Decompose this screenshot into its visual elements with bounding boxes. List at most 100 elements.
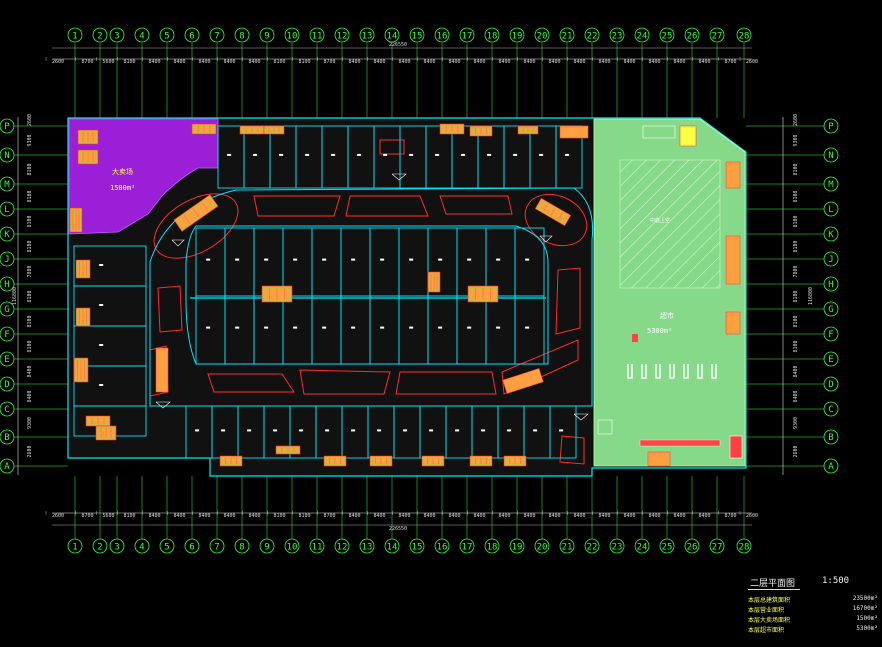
shop-label-mark <box>206 258 211 261</box>
segment-dimension: 2600 <box>746 513 758 519</box>
grid-label: M <box>828 180 834 190</box>
grid-bubble <box>434 27 450 43</box>
stair-core <box>69 207 83 233</box>
grid-bubble <box>184 27 200 43</box>
grid-label: C <box>828 405 833 415</box>
row-dimension: 8100 <box>793 190 799 202</box>
stair-core <box>191 123 217 135</box>
row-dimension: 8100 <box>793 340 799 352</box>
grid-bubble <box>484 27 500 43</box>
grid-bubble <box>823 458 839 474</box>
drawing-title: 二层平面图 <box>750 579 796 589</box>
stat-value: 1500m² <box>856 615 878 622</box>
stair-core <box>219 455 243 467</box>
shop-label-mark <box>559 429 564 432</box>
grid-bubble <box>823 301 839 317</box>
shop-cell <box>549 405 577 459</box>
grid-bubble <box>209 538 225 554</box>
segment-dimension: 8100 <box>273 513 285 519</box>
segment-dimension: 5600 <box>102 513 114 519</box>
segment-dimension: 5600 <box>102 59 114 65</box>
grid-bubble <box>823 201 839 217</box>
stair-core <box>263 125 285 135</box>
segment-dimension: 8400 <box>423 513 435 519</box>
shop-label-mark <box>487 153 492 156</box>
grid-label: 1 <box>72 32 77 42</box>
segment-dimension: 8400 <box>548 59 560 65</box>
stair-core <box>73 357 89 383</box>
segment-dimension: 8400 <box>198 513 210 519</box>
segment-dimension: 8400 <box>573 513 585 519</box>
grid-bubble <box>0 176 15 192</box>
grid-label: 21 <box>562 32 573 42</box>
grid-label: 6 <box>189 543 194 553</box>
row-dimension: 8100 <box>27 240 33 252</box>
grid-bubble <box>823 376 839 392</box>
row-dimension: 8100 <box>793 240 799 252</box>
segment-dimension: 8400 <box>348 513 360 519</box>
row-total-dimension: 116800 <box>808 287 814 305</box>
grid-bubble <box>159 27 175 43</box>
grid-label: 11 <box>312 543 323 553</box>
stair-core <box>239 125 265 135</box>
shop-label-mark <box>99 384 104 386</box>
shop-label-mark <box>264 326 269 329</box>
segment-dimension: 8400 <box>448 59 460 65</box>
shop-label-mark <box>429 429 434 432</box>
stair-core <box>467 285 499 303</box>
stair-core <box>173 194 219 232</box>
escalator <box>155 347 169 393</box>
grid-label: 6 <box>189 32 194 42</box>
stat-row: 本层营业面积 16700m² <box>748 605 878 615</box>
grid-label: 7 <box>214 543 219 553</box>
segment-dimension: 8400 <box>523 59 535 65</box>
shop-label-mark <box>351 429 356 432</box>
grid-bubble <box>609 27 625 43</box>
grid-bubble <box>384 538 400 554</box>
segment-dimension: 8400 <box>648 513 660 519</box>
grid-label: 10 <box>287 32 298 42</box>
grid-label: J <box>828 255 833 265</box>
grid-label: K <box>4 230 10 240</box>
shop-label-mark <box>377 429 382 432</box>
grid-bubble <box>823 226 839 242</box>
level-markers <box>155 173 589 421</box>
shop-label-mark <box>525 258 530 261</box>
grid-label: 5 <box>164 543 169 553</box>
shop-units <box>73 125 583 459</box>
segment-dimension: 8400 <box>698 59 710 65</box>
grid-bubble <box>359 538 375 554</box>
shop-label-mark <box>455 429 460 432</box>
grid-label: 26 <box>687 543 698 553</box>
grid-bubble <box>823 429 839 445</box>
shop-label-mark <box>195 429 200 432</box>
grid-label: E <box>828 355 833 365</box>
grid-bubble <box>484 538 500 554</box>
grid-bubble <box>709 538 725 554</box>
grid-bubble <box>409 27 425 43</box>
shop-label-mark <box>322 326 327 329</box>
grid-bubble <box>823 251 839 267</box>
grid-bubble <box>736 538 752 554</box>
stair-core <box>77 149 99 165</box>
row-dimension: 8100 <box>27 190 33 202</box>
grid-label: E <box>4 355 9 365</box>
shop-label-mark <box>481 429 486 432</box>
stat-value: 16700m² <box>852 605 878 612</box>
grid-bubble <box>659 27 675 43</box>
segment-dimension: 8700 <box>81 513 93 519</box>
shop-label-mark <box>322 258 327 261</box>
grid-label: 3 <box>114 32 119 42</box>
stat-row: 本层总建筑面积 23500m² <box>748 595 878 605</box>
supermarket-area: 5300m² <box>647 327 672 335</box>
shop-label-mark <box>235 326 240 329</box>
segment-dimension: 8400 <box>248 513 260 519</box>
inner-shop-block-outline <box>185 225 549 365</box>
grid-bubble <box>0 326 15 342</box>
grid-bubble <box>0 301 15 317</box>
segment-dimension: 8400 <box>623 513 635 519</box>
supermarket-hatch-area <box>619 159 721 289</box>
grid-bubble <box>823 147 839 163</box>
grid-label: 15 <box>412 32 423 42</box>
